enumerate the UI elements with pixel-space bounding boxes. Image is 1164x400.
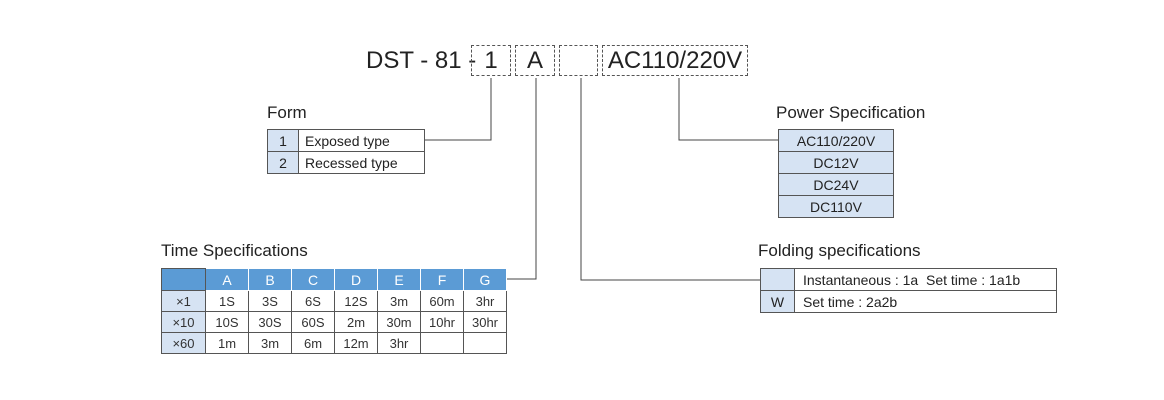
folding-label: Instantaneous : [803, 271, 899, 288]
connector-folding [580, 78, 760, 281]
row-label: ×60 [161, 332, 206, 354]
table-cell: 60S [291, 311, 335, 333]
form-code-cell: 1 [267, 129, 299, 152]
table-row: W Set time : 2a2b [760, 290, 1057, 313]
form-label-cell: Exposed type [298, 129, 425, 152]
table-row: DC24V [778, 173, 894, 196]
column-header: B [248, 268, 292, 291]
table-cell: 12m [334, 332, 378, 354]
column-header: F [420, 268, 464, 291]
folding-label: Set time : [803, 293, 863, 310]
model-field-time: A [515, 45, 555, 76]
power-title: Power Specification [776, 103, 926, 122]
header-corner [161, 268, 206, 291]
folding-code-cell [760, 268, 795, 291]
row-label: ×1 [161, 290, 206, 312]
connector-power [678, 78, 778, 141]
folding-value: 2a2b [866, 293, 898, 310]
table-row: ×10 10S 30S 60S 2m 30m 10hr 30hr [161, 311, 507, 333]
folding-table: Instantaneous : 1a Set time : 1a1b W Set… [760, 268, 1057, 313]
table-row: DC12V [778, 151, 894, 174]
connector-time [501, 78, 537, 280]
folding-label: Set time : [926, 271, 986, 288]
time-title: Time Specifications [161, 241, 308, 260]
power-cell: DC110V [778, 195, 894, 218]
table-cell: 12S [334, 290, 378, 312]
table-row: DC110V [778, 195, 894, 218]
folding-title: Folding specifications [758, 241, 921, 260]
power-cell: AC110/220V [778, 129, 894, 152]
form-label-cell: Recessed type [298, 151, 425, 174]
table-cell: 3hr [463, 290, 507, 312]
power-table: AC110/220V DC12V DC24V DC110V [778, 129, 894, 218]
form-title: Form [267, 103, 307, 122]
table-cell: 60m [420, 290, 464, 312]
time-table: A B C D E F G ×1 1S 3S 6S 12S 3m 60m 3hr… [161, 268, 507, 354]
column-header: C [291, 268, 335, 291]
table-header-row: A B C D E F G [161, 268, 507, 291]
connector-form [424, 78, 492, 141]
form-table: 1 Exposed type 2 Recessed type [267, 129, 425, 174]
table-cell: 10hr [420, 311, 464, 333]
table-cell: 30hr [463, 311, 507, 333]
model-field-folding [559, 45, 598, 76]
table-cell: 2m [334, 311, 378, 333]
folding-desc-cell: Set time : 2a2b [794, 290, 1057, 313]
folding-value: 1a1b [989, 271, 1021, 288]
form-code-cell: 2 [267, 151, 299, 174]
model-prefix: DST - 81 - [366, 47, 477, 74]
table-row: 2 Recessed type [267, 151, 425, 174]
column-header: G [463, 268, 507, 291]
table-cell: 3hr [377, 332, 421, 354]
table-cell: 3m [248, 332, 292, 354]
table-row: ×60 1m 3m 6m 12m 3hr [161, 332, 507, 354]
table-cell: 3m [377, 290, 421, 312]
column-header: E [377, 268, 421, 291]
folding-code-cell: W [760, 290, 795, 313]
table-cell: 30S [248, 311, 292, 333]
column-header: A [205, 268, 249, 291]
column-header: D [334, 268, 378, 291]
table-cell: 1S [205, 290, 249, 312]
row-label: ×10 [161, 311, 206, 333]
table-cell: 3S [248, 290, 292, 312]
table-row: AC110/220V [778, 129, 894, 152]
table-cell: 1m [205, 332, 249, 354]
power-cell: DC24V [778, 173, 894, 196]
table-cell [420, 332, 464, 354]
model-field-form: 1 [471, 45, 511, 76]
table-cell: 30m [377, 311, 421, 333]
folding-value: 1a [902, 271, 919, 288]
table-row: 1 Exposed type [267, 129, 425, 152]
table-row: Instantaneous : 1a Set time : 1a1b [760, 268, 1057, 291]
model-field-power: AC110/220V [602, 45, 748, 76]
table-row: ×1 1S 3S 6S 12S 3m 60m 3hr [161, 290, 507, 312]
table-cell: 6m [291, 332, 335, 354]
folding-desc-cell: Instantaneous : 1a Set time : 1a1b [794, 268, 1057, 291]
table-cell: 10S [205, 311, 249, 333]
power-cell: DC12V [778, 151, 894, 174]
table-cell: 6S [291, 290, 335, 312]
table-cell [463, 332, 507, 354]
